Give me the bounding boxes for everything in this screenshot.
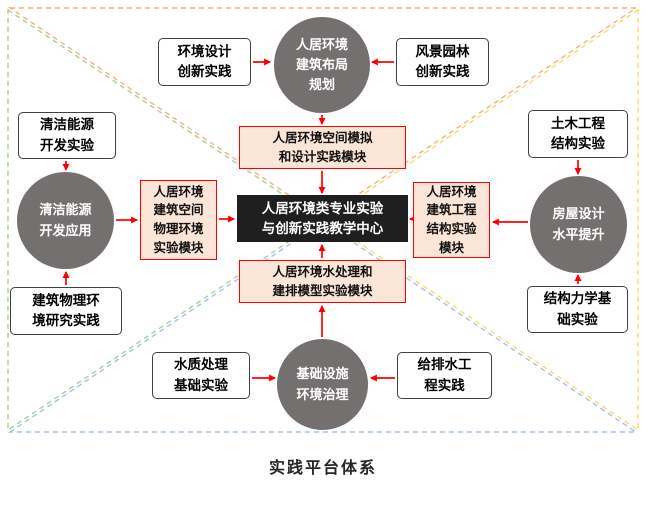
practice-box-bottom-left: 水质处理 基础实验 [152,352,250,399]
practice-box-left-bottom: 建筑物理环 境研究实践 [10,287,122,335]
practice-box-right-top: 土木工程 结构实验 [528,110,628,158]
module-box-bottom: 人居环境水处理和 建排模型实验模块 [239,260,406,303]
module-box-top: 人居环境空间模拟 和设计实践模块 [239,126,406,169]
practice-box-top-left: 环境设计 创新实践 [158,38,251,86]
zone-triangles [7,7,639,433]
practice-box-bottom-right: 给排水工 程实践 [397,352,492,399]
zone-top-triangle [7,7,639,219]
zone-right-triangle [323,8,639,432]
diagram-caption: 实践平台体系 [268,460,377,477]
goal-circle-right: 房屋设计 水平提升 [530,176,627,273]
goal-circle-top: 人居环境 建筑布局 规划 [274,17,370,113]
center-hub-node: 人居环境类专业实验 与创新实践教学中心 [237,195,408,242]
goal-circle-left: 清洁能源 开发应用 [17,172,114,269]
practice-box-left-top: 清洁能源 开发实验 [18,112,116,159]
module-box-right: 人居环境 建筑工程 结构实验 模块 [413,182,490,258]
module-box-left: 人居环境 建筑空间 物理环境 实验模块 [140,180,217,260]
zone-left-triangle [7,8,323,432]
goal-circle-bottom: 基础设施 环境治理 [277,339,368,430]
zone-bottom-triangle [7,221,639,433]
practice-box-top-right: 风景园林 创新实践 [396,38,489,86]
flow-arrows [62,58,582,382]
practice-box-right-bottom: 结构力学基 础实验 [527,286,628,333]
